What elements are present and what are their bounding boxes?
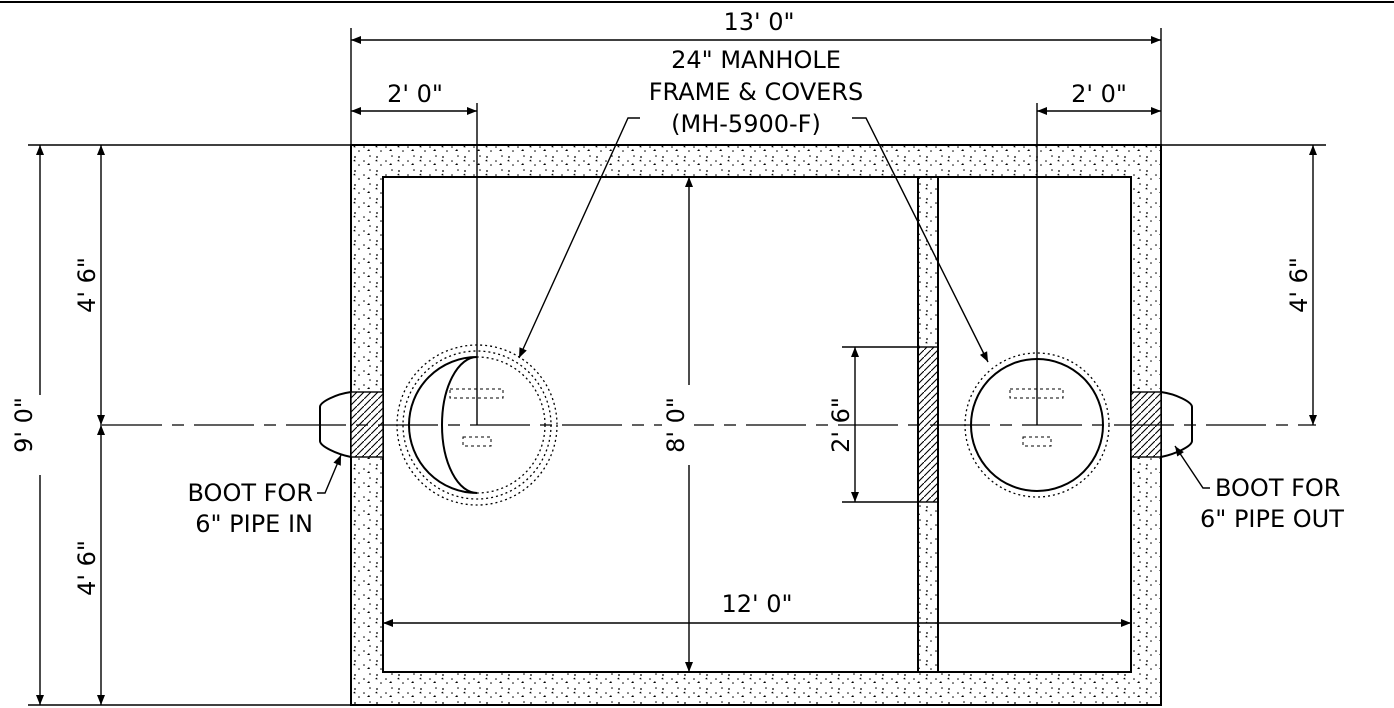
boot-in-label-line1: BOOT FOR: [188, 479, 313, 507]
inner-width-label: 12' 0": [721, 590, 792, 618]
manhole-label-line2: FRAME & COVERS: [649, 78, 864, 106]
right-offset-label: 2' 0": [1071, 80, 1127, 108]
baffle-wall: [917, 177, 939, 672]
left-upper-height-label: 4' 6": [73, 257, 101, 313]
baffle-opening-label: 2' 6": [827, 397, 855, 453]
manhole-label-line3: (MH-5900-F): [671, 110, 821, 138]
right-upper-height-label: 4' 6": [1285, 257, 1313, 313]
dimension-lines: [36, 36, 1317, 705]
left-offset-label: 2' 0": [387, 80, 443, 108]
leader-lines: [317, 117, 1210, 494]
boot-out-label-line1: BOOT FOR: [1215, 474, 1340, 502]
boot-in-label-line2: 6" PIPE IN: [195, 510, 313, 538]
inner-height-label: 8' 0": [662, 397, 690, 453]
extension-lines: [28, 28, 1326, 706]
left-manhole-cover: [396, 103, 558, 506]
overall-width-label: 13' 0": [723, 8, 794, 36]
right-manhole-cover: [964, 103, 1110, 498]
boot-out-label-line2: 6" PIPE OUT: [1200, 505, 1344, 533]
overall-height-label: 9' 0": [10, 397, 38, 453]
manhole-label-line1: 24" MANHOLE: [671, 46, 841, 74]
left-lower-height-label: 4' 6": [73, 540, 101, 596]
